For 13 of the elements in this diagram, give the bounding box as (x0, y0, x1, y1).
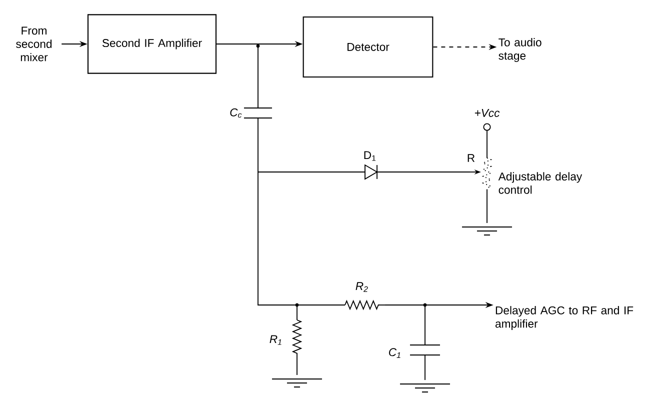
note-text: Adjustable delay control (498, 172, 582, 194)
component-label: C$_{c}$ (230, 108, 242, 118)
block-box: Detector (302, 16, 434, 78)
component-label: R$_{1}$ (270, 335, 282, 345)
component-label: D$_{1}$ (364, 151, 376, 161)
component-label: R (468, 154, 475, 162)
component-label: R$_{2}$ (356, 282, 368, 292)
supply-label: +Vcc (474, 109, 500, 117)
block-box: Second IF Amplifier (87, 14, 217, 74)
component-label: C$_{1}$ (389, 348, 400, 358)
signal-label: From second mixer (16, 26, 52, 62)
signal-label: Delayed AGC to RF and IF amplifier (496, 306, 634, 330)
signal-label: To audio stage (498, 38, 542, 62)
